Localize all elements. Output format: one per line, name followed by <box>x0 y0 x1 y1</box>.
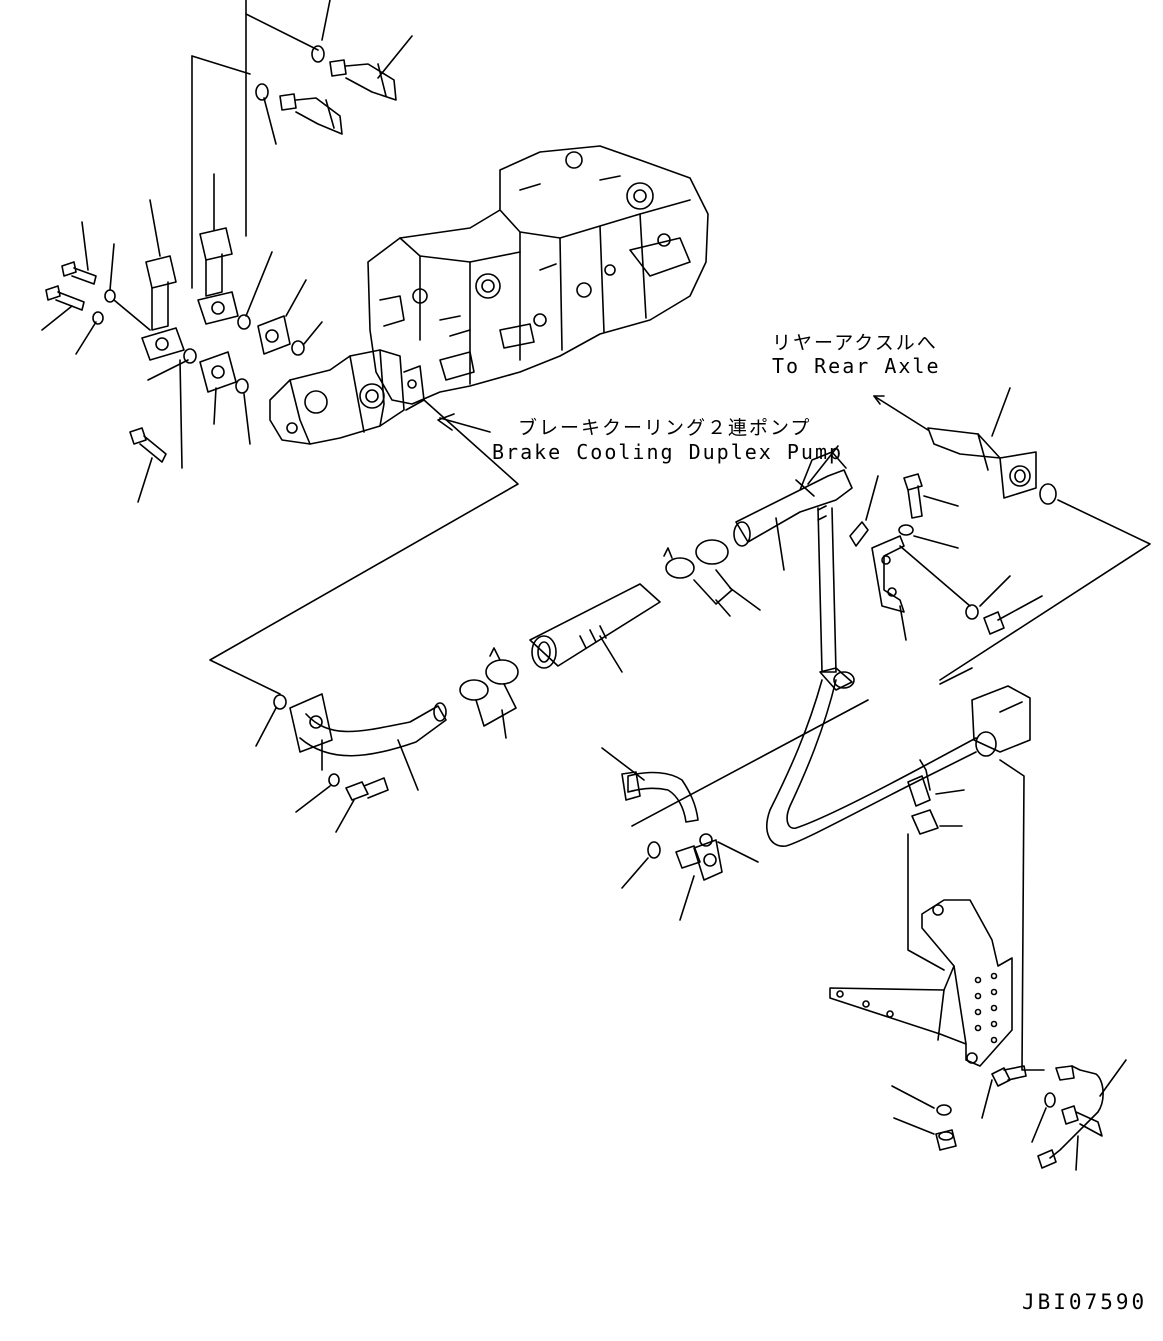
right-flange <box>907 667 1045 1071</box>
upper-bracket <box>871 473 1043 641</box>
lower-bracket <box>829 899 1127 1171</box>
duplex-pump <box>269 349 425 445</box>
pump-label-en: Brake Cooling Duplex Pump <box>492 440 844 464</box>
pump-label-jp: ブレーキクーリング２連ポンプ <box>518 417 812 439</box>
rear-axle-label-en: To Rear Axle <box>772 354 941 378</box>
top-hoses <box>255 0 413 145</box>
main-pipe <box>729 445 977 847</box>
left-pipe <box>255 693 447 833</box>
pump-to-pipe-lines <box>209 399 519 695</box>
transmission-assembly <box>367 145 709 405</box>
lower-fittings <box>601 699 869 921</box>
left-fittings <box>41 0 323 503</box>
rear-axle-hose <box>873 387 1151 681</box>
hose-and-clamps <box>459 539 733 739</box>
drawing-code: JBI07590 <box>1022 1290 1148 1314</box>
rear-axle-label-jp: リヤーアクスルへ <box>772 332 938 354</box>
